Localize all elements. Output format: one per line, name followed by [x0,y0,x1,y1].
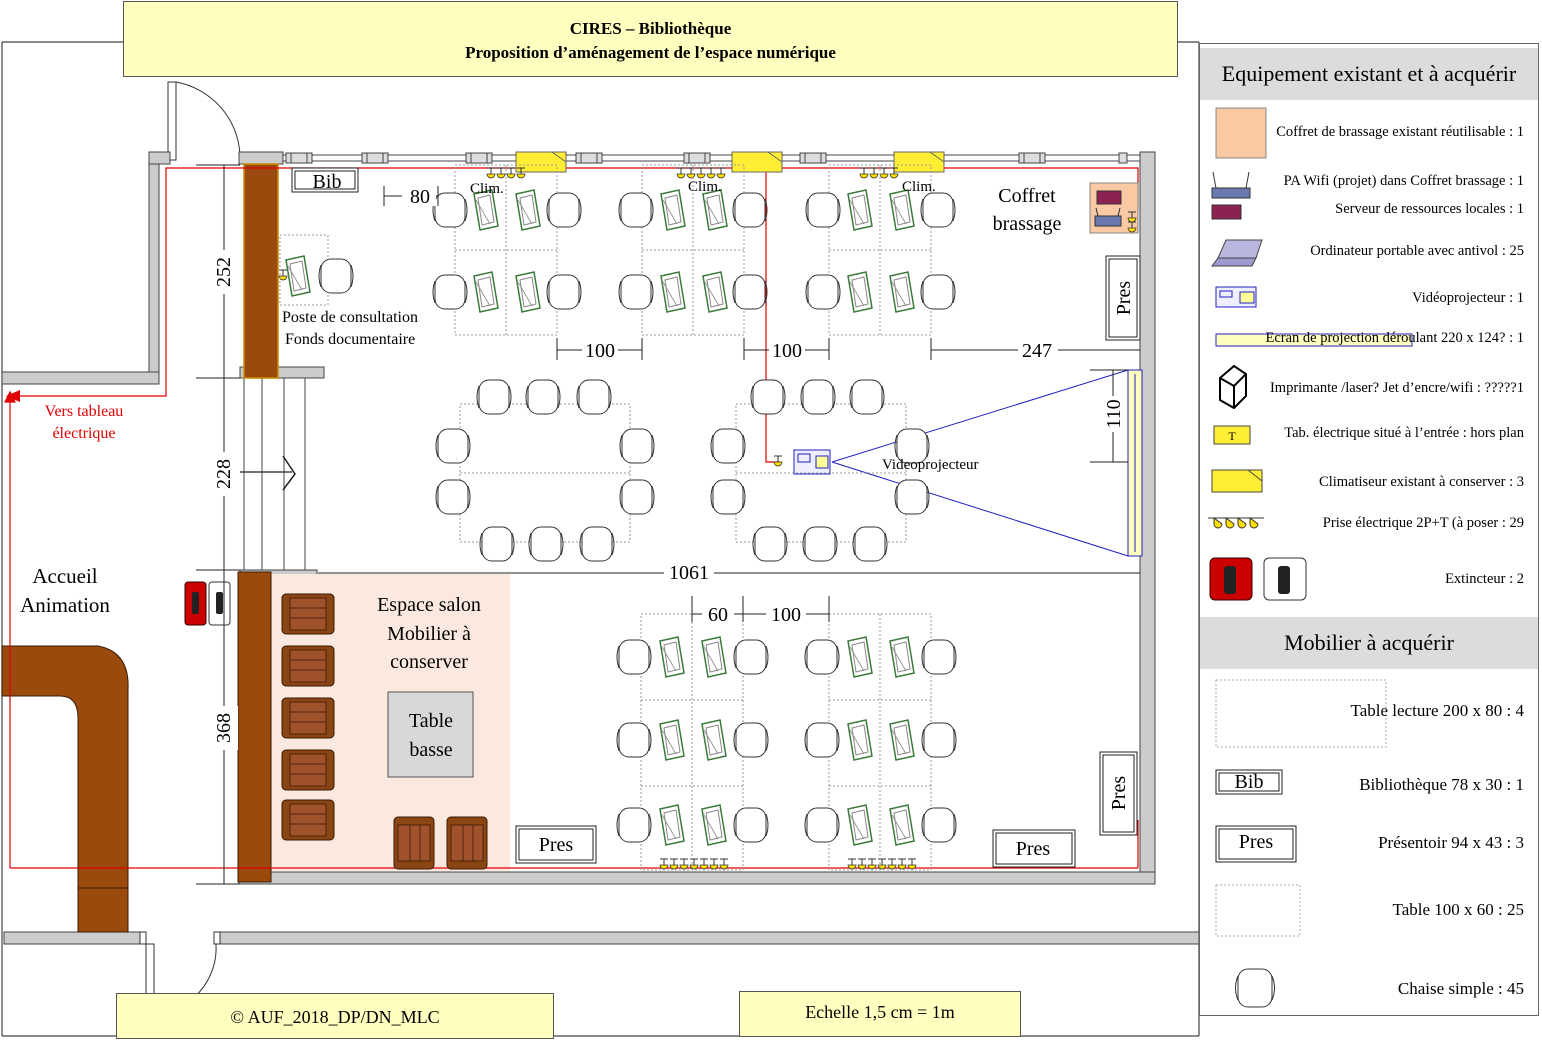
legend-item-patch-panel: Coffret de brassage existant réutilisabl… [1276,124,1524,140]
bookshelf-icon [1215,769,1283,795]
legend-item-projector: Vidéoprojecteur : 1 [1412,290,1524,306]
arrow-to-panel-icon [6,390,20,402]
dim-368: 368 [213,713,235,743]
bib-icon-label: Bib [1234,771,1264,793]
display-stand-bottom-left: Pres [515,825,597,864]
table-basse-label-2: basse [409,739,452,761]
consultation-station [279,234,354,306]
coffret-label-2: brassage [993,213,1062,235]
dim-60: 60 [708,604,728,626]
projector-icon [1215,286,1257,308]
legend-item-printer: Imprimante /laser? Jet d’encre/wifi : ??… [1269,380,1524,396]
legend-item-small-table: Table 100 x 60 : 25 [1392,900,1524,919]
salon-label-1: Espace salon [377,594,481,616]
legend-item-ac: Climatiseur existant à conserver : 3 [1319,474,1524,490]
dim-252: 252 [213,257,235,287]
vers-tableau-label-2: électrique [52,425,115,442]
dim-1061: 1061 [669,562,709,584]
patch-panel-icon [1215,107,1267,159]
wooden-shelves [1,163,279,933]
electrical-line [4,167,1139,869]
vers-tableau-label-1: Vers tableau [45,403,124,420]
entrance-doors [139,81,241,1015]
workstations-bottom [616,613,957,871]
dim-100c: 100 [771,604,801,626]
title-line-1: CIRES – Bibliothèque [569,19,732,38]
power-outlet-icon [1208,517,1264,529]
projection-cone [831,369,1129,557]
table-basse [387,691,474,778]
legend-item-extinguisher: Extincteur : 2 [1445,571,1524,587]
patch-panel-icon [1089,182,1139,234]
poste-label-1: Poste de consultation [282,309,418,326]
reading-tables [435,379,930,562]
fire-extinguisher-icon [184,581,231,626]
legend-item-laptop: Ordinateur portable avec antivol : 25 [1310,243,1524,259]
legend-item-chair: Chaise simple : 45 [1397,979,1524,998]
small-table-icon [1215,884,1301,937]
laptop-icon [1211,239,1263,267]
table-basse-label-1: Table [409,710,453,732]
projection-screen-icon [1215,333,1413,347]
legend-item-display-stand: Présentoir 94 x 43 : 3 [1378,833,1524,852]
dim-247: 247 [1022,340,1052,362]
pres-right-top-label: Pres [1113,281,1135,316]
bib-label: Bib [313,171,342,193]
clim-label-2: Clim. [688,179,722,195]
windows [285,152,1128,164]
outlet-projector-icon [773,455,783,467]
bookshelf-bib: Bib [291,167,359,193]
server-icon [1211,204,1242,220]
legend-panel: Equipement existant et à acquérir T [1199,43,1539,1016]
legend-item-outlet: Prise électrique 2P+T (à poser : 29 [1322,515,1524,531]
accueil-label-2: Animation [20,593,110,617]
display-stand-right-bottom: Pres [1099,751,1138,836]
clim-label-3: Clim. [902,179,936,195]
air-conditioner-icon [1211,469,1263,493]
dim-100b: 100 [772,340,802,362]
legend-icons: T [1208,107,1413,1008]
dim-80: 80 [410,186,430,208]
clim-label-1: Clim. [470,181,504,197]
scale-box: Echelle 1,5 cm = 1m [739,991,1021,1037]
pres-icon-label: Pres [1238,831,1274,853]
legend-item-server: Serveur de ressources locales : 1 [1335,201,1524,217]
wifi-router-icon [1211,171,1251,199]
fire-extinguisher-icon [1209,557,1307,601]
coffret-label-1: Coffret [998,185,1056,207]
workstations-top [432,164,956,336]
dim-110: 110 [1103,399,1125,428]
chair-icon [1235,968,1275,1008]
title-box: CIRES – Bibliothèque Proposition d’aména… [123,1,1178,77]
display-stand-bottom-right: Pres [992,829,1076,868]
legend-item-electrical-panel: Tab. électrique situé à l’entrée : hors … [1284,425,1524,441]
legend-item-bookshelf: Bibliothèque 78 x 30 : 1 [1359,775,1524,794]
printer-icon [1219,364,1247,410]
pres-bottom-right-label: Pres [1016,838,1051,860]
dim-228: 228 [213,459,235,489]
dim-100a: 100 [585,340,615,362]
reading-table-icon [1215,679,1387,748]
salon-label-3: conserver [390,651,468,673]
salon-label-2: Mobilier à [387,623,471,645]
projection-screen [1127,369,1143,557]
equipment-legend-header: Equipement existant et à acquérir [1200,48,1538,100]
poste-label-2: Fonds documentaire [285,331,415,348]
pres-right-bottom-label: Pres [1108,776,1130,811]
videoprojector-icon [793,449,831,475]
display-stand-icon [1215,825,1297,863]
copyright-box: © AUF_2018_DP/DN_MLC [116,993,554,1039]
furniture-legend-header: Mobilier à acquérir [1200,617,1538,669]
electrical-panel-icon: T [1213,425,1251,445]
legend-item-wifi: PA Wifi (projet) dans Coffret brassage :… [1283,173,1524,189]
legend-item-reading-table: Table lecture 200 x 80 : 4 [1350,701,1524,720]
legend-item-screen: Ecran de projection déroulant 220 x 124?… [1265,330,1524,346]
pres-bottom-left-label: Pres [539,834,574,856]
display-stand-right-top: Pres [1105,255,1141,341]
accueil-label-1: Accueil [32,564,97,588]
videoprojector-label: Videoprojecteur [882,457,979,473]
title-line-2: Proposition d’aménagement de l’espace nu… [465,43,836,62]
svg-text:T: T [1228,429,1236,443]
